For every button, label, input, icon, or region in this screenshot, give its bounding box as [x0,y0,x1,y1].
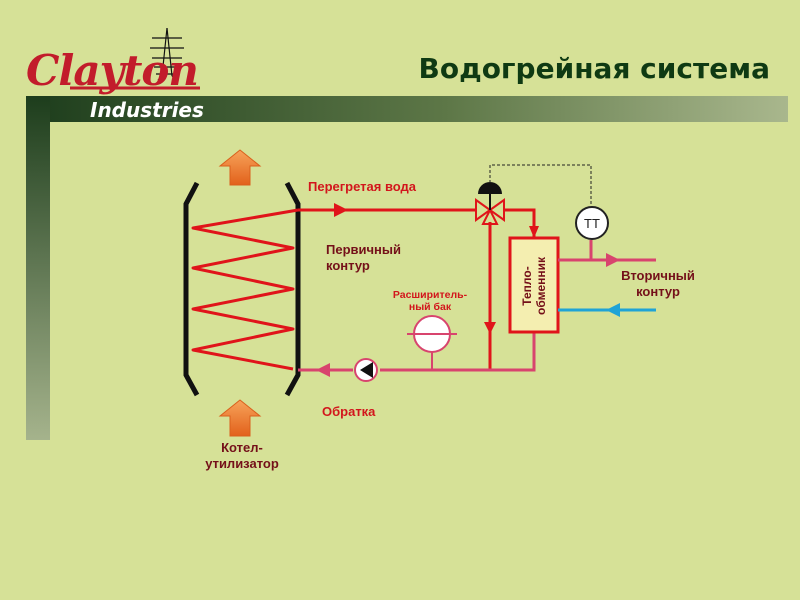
label-primary-circuit-line2: контур [326,258,370,273]
label-expansion-tank-line1: Расширитель- [392,289,468,301]
label-heat-exchanger-line1: Тепло- [520,266,535,306]
flame-arrow-bottom [218,399,262,437]
label-temperature-sensor: ТТ [584,215,600,231]
side-bar [26,96,50,440]
label-boiler-line2: утилизатор [205,456,279,471]
label-heat-exchanger-line2: обменник [534,256,549,316]
label-primary-circuit-line1: Первичный [326,242,401,257]
label-boiler-line1: Котел- [221,440,263,455]
page-title: Водогрейная система [418,52,771,85]
label-secondary-circuit: Вторичный контур [612,268,704,300]
label-heat-exchanger: Тепло- обменник [512,240,556,332]
label-expansion-tank-line2: ный бак [408,301,452,313]
exchanger-inflow-arrow [529,226,539,238]
label-secondary-circuit-line1: Вторичный [621,268,695,283]
boiler-wall-left [183,181,200,397]
label-boiler: Котел- утилизатор [192,440,292,472]
secondary-cold-arrow [606,303,620,317]
label-primary-circuit: Первичный контур [326,242,401,274]
boiler-wall-right [284,181,301,397]
label-expansion-tank: Расширитель- ный бак [384,289,476,313]
valve-actuator-icon [478,182,502,194]
label-secondary-circuit-line2: контур [636,284,680,299]
temperature-sensor-icon [575,206,609,240]
label-superheated-water: Перегретая вода [308,179,417,194]
header-bar [26,96,788,122]
logo-subtitle: Industries [90,98,204,122]
heating-coil [191,208,299,371]
flame-arrow-top [218,149,262,186]
heat-exchanger-box [508,236,560,334]
return-pipe-right [380,332,536,372]
tower-icon [150,27,184,81]
label-heat-exchanger-text: Тепло- обменник [520,257,548,315]
logo-brand: Clayton [26,46,199,95]
supply-to-exchanger-pipe [504,208,536,238]
control-signal-line [489,164,592,206]
bypass-flow-arrow [484,322,496,334]
three-way-valve-icon [475,198,505,225]
supply-flow-arrow [334,203,348,217]
secondary-hot-arrow [606,253,620,267]
pump-direction-icon [360,362,373,378]
label-return: Обратка [322,404,376,419]
return-flow-arrow [316,363,330,377]
